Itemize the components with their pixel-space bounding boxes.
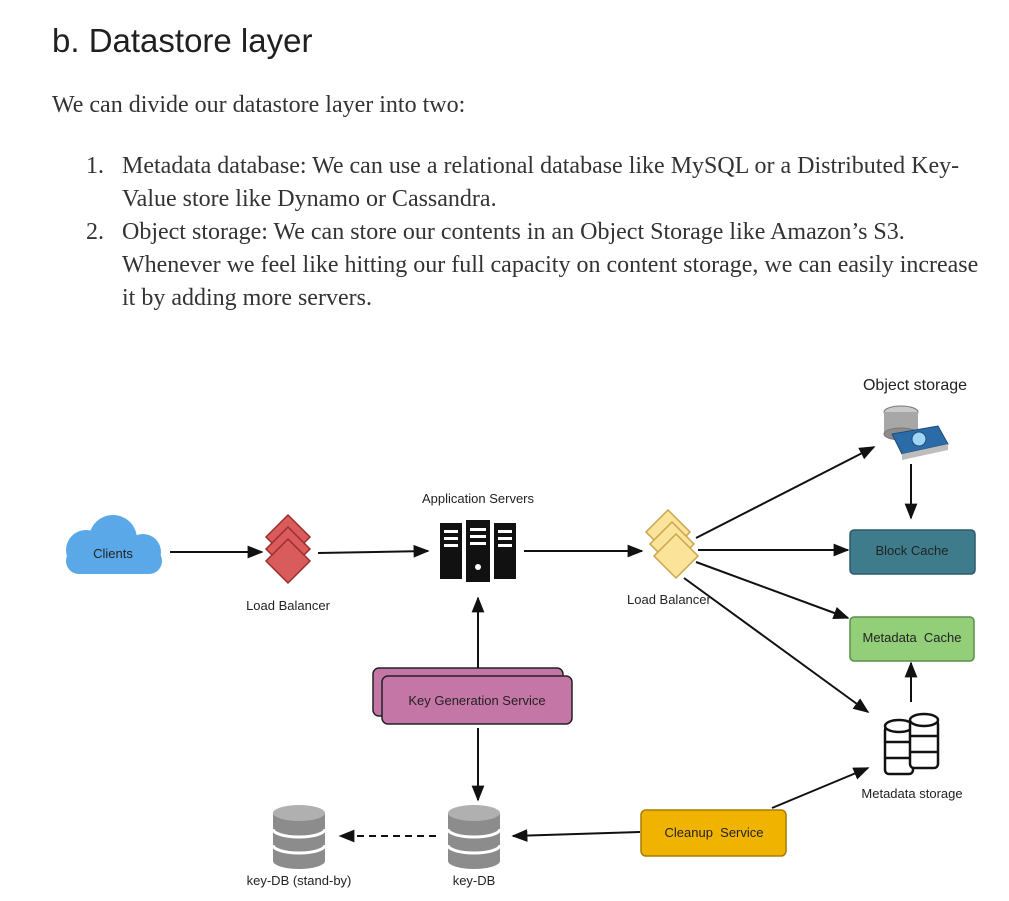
list-item: 2. Object storage: We can store our conte… bbox=[86, 216, 991, 315]
object-storage-icon bbox=[883, 405, 949, 460]
cleanup-service-box bbox=[640, 809, 787, 857]
arrow-cleanup-to-metadata-storage bbox=[771, 767, 870, 809]
datastore-list: 1. Metadata database: We can use a relati… bbox=[86, 150, 991, 315]
architecture-diagram: Clients Load Balancer Application Server… bbox=[66, 377, 976, 888]
list-item: 1. Metadata database: We can use a relati… bbox=[86, 150, 991, 216]
list-number: 2. bbox=[86, 219, 104, 245]
list-text: Metadata database: We can use a relation… bbox=[122, 153, 960, 212]
key-generation-service-box bbox=[372, 667, 573, 725]
key-generation-service-label: Key Generation Service bbox=[408, 693, 545, 708]
load-balancer-1-label: Load Balancer bbox=[246, 598, 331, 613]
load-balancer-2-icon bbox=[644, 508, 700, 580]
key-db-standby-icon bbox=[271, 805, 327, 869]
arrow-lb2-to-metadata-storage bbox=[683, 577, 870, 713]
metadata-storage-label: Metadata storage bbox=[861, 786, 962, 801]
block-cache-label: Block Cache bbox=[876, 543, 949, 558]
arrow-lb-to-appservers bbox=[317, 544, 430, 558]
cleanup-service-label: Cleanup Service bbox=[665, 825, 764, 840]
section-heading: b. Datastore layer bbox=[52, 22, 313, 59]
load-balancer-2-label: Load Balancer bbox=[627, 592, 712, 607]
application-servers-label: Application Servers bbox=[422, 491, 534, 506]
arrow-lb2-to-object-storage bbox=[695, 446, 876, 539]
server-rack-icon bbox=[440, 520, 516, 582]
clients-cloud-icon bbox=[66, 515, 162, 574]
intro-paragraph: We can divide our datastore layer into t… bbox=[52, 92, 466, 118]
key-db-icon bbox=[446, 805, 502, 869]
metadata-storage-icon bbox=[883, 712, 940, 776]
key-db-label: key-DB bbox=[453, 873, 496, 888]
metadata-cache-box bbox=[849, 616, 975, 662]
metadata-cache-label: Metadata Cache bbox=[862, 630, 961, 645]
arrow-lb2-to-metadata-cache bbox=[695, 561, 850, 620]
object-storage-label: Object storage bbox=[863, 377, 967, 394]
key-db-standby-label: key-DB (stand-by) bbox=[247, 873, 352, 888]
arrow-cleanup-to-keydb bbox=[511, 829, 641, 842]
block-cache-box bbox=[849, 529, 976, 575]
load-balancer-1-icon bbox=[264, 513, 312, 585]
list-number: 1. bbox=[86, 153, 104, 179]
list-text: Object storage: We can store our content… bbox=[122, 219, 979, 311]
connections bbox=[170, 446, 918, 843]
clients-label: Clients bbox=[93, 546, 133, 561]
